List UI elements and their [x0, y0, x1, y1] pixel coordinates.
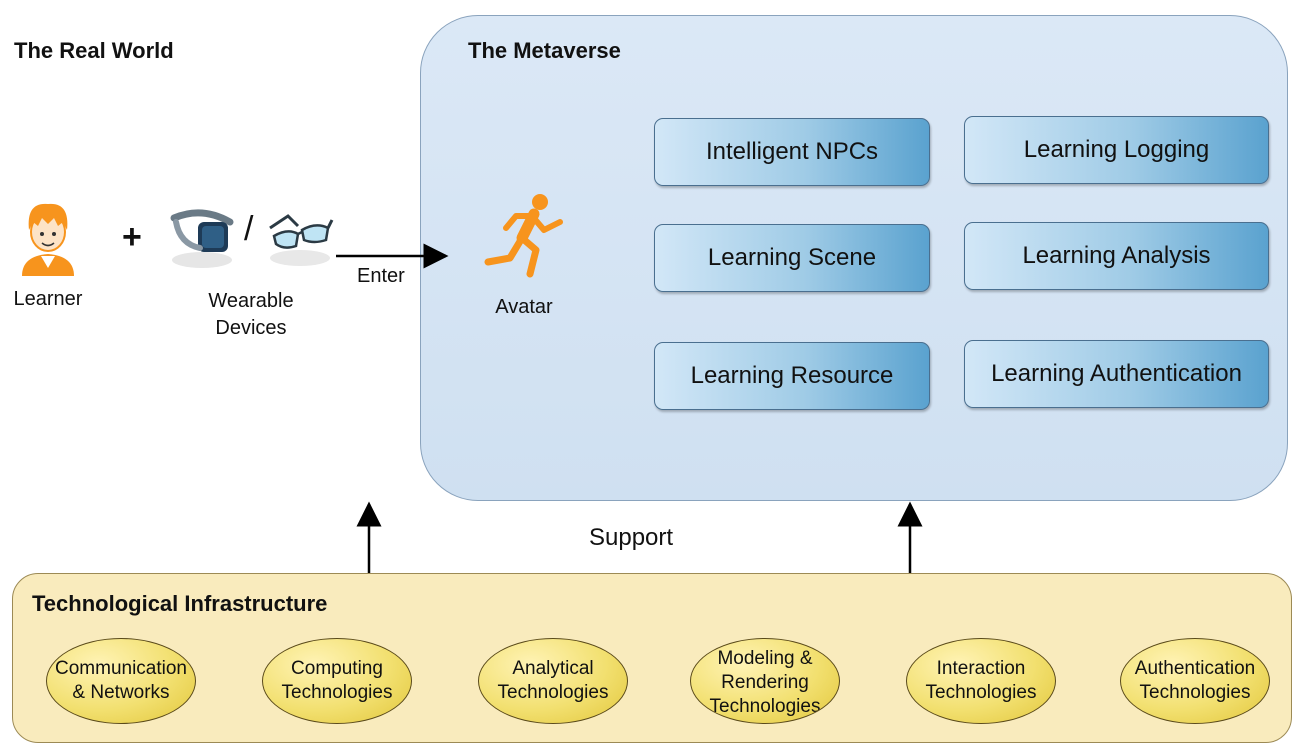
module-learning-logging: Learning Logging: [964, 116, 1269, 184]
module-learning-resource: Learning Resource: [654, 342, 930, 410]
wearable-devices-label: Wearable Devices: [208, 290, 294, 339]
oval-authentication-technologies: Authentication Technologies: [1120, 638, 1270, 724]
learner-label: Learner: [13, 288, 83, 310]
oval-communication-networks: Communication & Networks: [46, 638, 196, 724]
module-learning-scene: Learning Scene: [654, 224, 930, 292]
slash-separator: /: [244, 210, 254, 248]
module-intelligent-npcs: Intelligent NPCs: [654, 118, 930, 186]
module-learning-analysis: Learning Analysis: [964, 222, 1269, 290]
metaverse-title: The Metaverse: [468, 38, 621, 63]
infrastructure-title: Technological Infrastructure: [32, 591, 328, 616]
enter-label: Enter: [357, 265, 405, 287]
avatar-label: Avatar: [495, 296, 553, 318]
plus-sign: +: [122, 218, 142, 256]
real-world-title: The Real World: [14, 38, 174, 63]
oval-computing-technologies: Computing Technologies: [262, 638, 412, 724]
oval-modeling-rendering-technologies: Modeling & Rendering Technologies: [690, 638, 840, 724]
oval-analytical-technologies: Analytical Technologies: [478, 638, 628, 724]
infrastructure-panel: [12, 573, 1292, 743]
module-learning-authentication: Learning Authentication: [964, 340, 1269, 408]
oval-interaction-technologies: Interaction Technologies: [906, 638, 1056, 724]
support-label: Support: [589, 524, 674, 551]
